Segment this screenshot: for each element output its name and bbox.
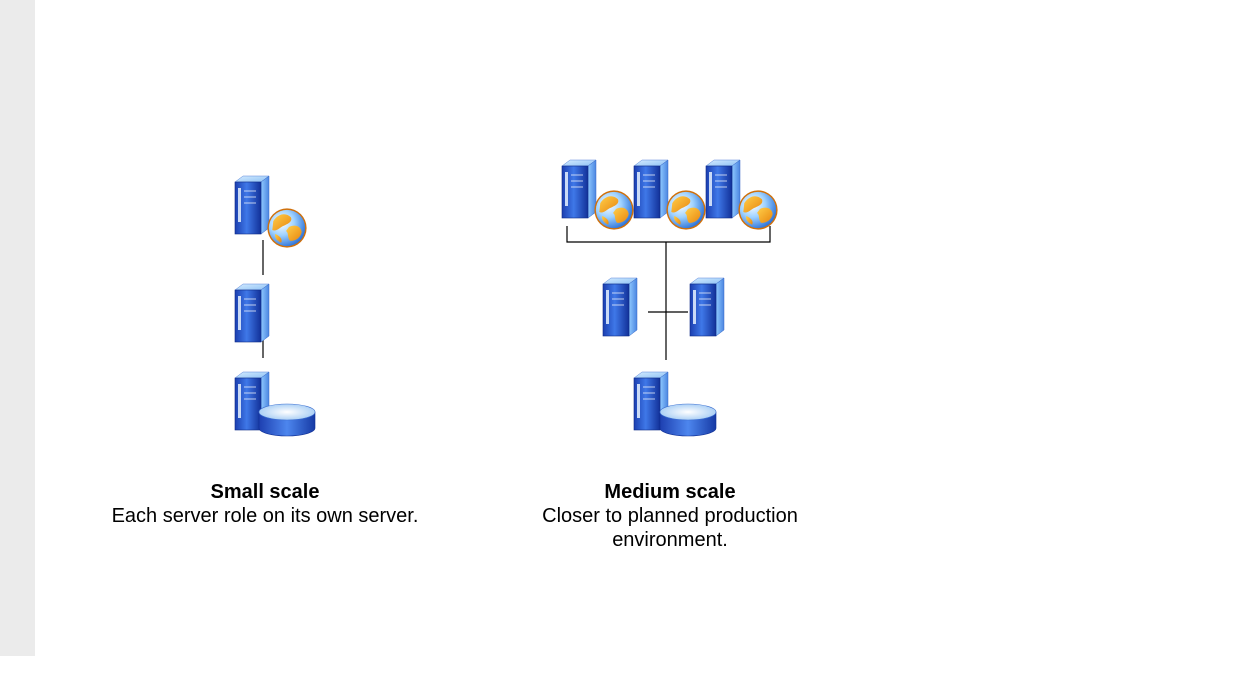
medium-scale-connectors (566, 226, 771, 360)
medium-scale-description: Closer to planned production environment… (542, 505, 798, 551)
medium-scale-title: Medium scale (604, 481, 736, 503)
bottom-margin (0, 656, 1235, 685)
application-server-icon (689, 277, 725, 337)
web-server-icon (234, 175, 307, 248)
small-scale-caption: Small scale Each server role on its own … (60, 480, 470, 528)
topology-diagram (234, 159, 778, 437)
left-margin-strip (0, 0, 35, 656)
database-server-icon (234, 371, 316, 437)
small-scale-description: Each server role on its own server. (111, 505, 419, 527)
medium-scale-caption: Medium scale Closer to planned productio… (495, 480, 845, 552)
web-server-icon (633, 159, 706, 230)
application-server-icon (234, 283, 270, 343)
small-scale-title: Small scale (210, 481, 320, 503)
web-server-icon (561, 159, 634, 230)
application-server-icon (602, 277, 638, 337)
database-server-icon (633, 371, 717, 437)
web-server-icon (705, 159, 778, 230)
